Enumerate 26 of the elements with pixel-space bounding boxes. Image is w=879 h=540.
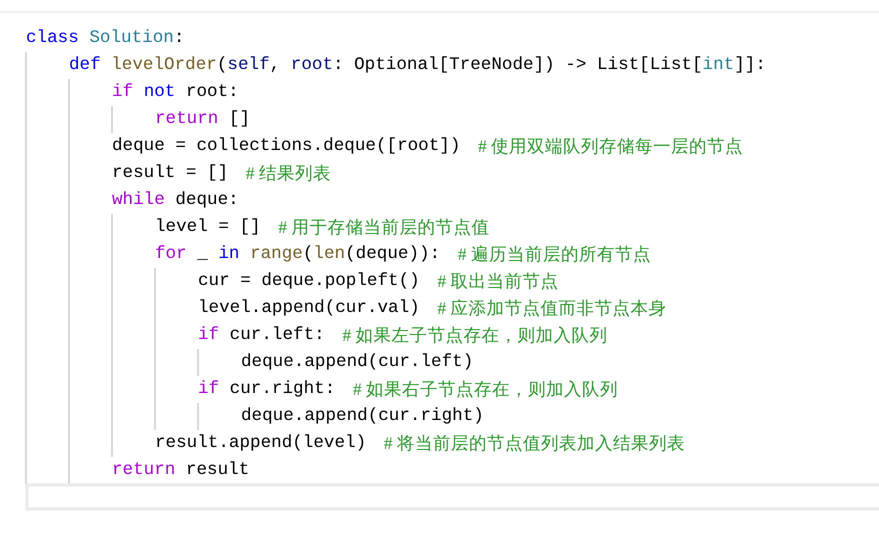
code-line: while deque: — [112, 188, 239, 212]
code-line: if cur.right: — [198, 378, 336, 400]
code-comment: # 用于存储当前层的节点值 — [278, 216, 490, 238]
code-line: return [] — [155, 108, 250, 130]
code-line: for _ in range(len(deque)): — [155, 242, 440, 266]
code-comment: # 如果右子节点存在，则加入队列 — [352, 378, 618, 400]
code-line: def levelOrder(self, root: Optional[TreeNode]) -> List[List[int]]: — [69, 54, 766, 76]
code-line: if cur.left: — [198, 324, 325, 346]
code-comment: # 使用双端队列存储每一层的节点 — [478, 134, 744, 158]
code-line: result.append(level) — [155, 432, 366, 454]
code-line: level = [] — [155, 216, 261, 238]
code-line: cur = deque.popleft() — [198, 270, 420, 292]
code-line: if not root: — [112, 80, 239, 104]
code-line: level.append(cur.val) — [198, 296, 420, 320]
code-comment: # 遍历当前层的所有节点 — [458, 242, 651, 266]
code-line: deque.append(cur.left) — [241, 350, 474, 374]
code-line: return result — [112, 458, 250, 482]
code-comment: # 将当前层的节点值列表加入结果列表 — [384, 432, 685, 454]
code-line: deque.append(cur.right) — [241, 404, 484, 428]
code-line: class Solution: — [26, 26, 184, 50]
code-comment: # 结果列表 — [246, 162, 331, 184]
code-line: result = [] — [112, 162, 228, 184]
code-comment: # 应添加节点值而非节点本身 — [437, 296, 667, 320]
code-comment: # 如果左子节点存在，则加入队列 — [342, 324, 608, 346]
code-comment: # 取出当前节点 — [437, 270, 559, 292]
code-line: deque = collections.deque([root]) — [112, 134, 460, 158]
